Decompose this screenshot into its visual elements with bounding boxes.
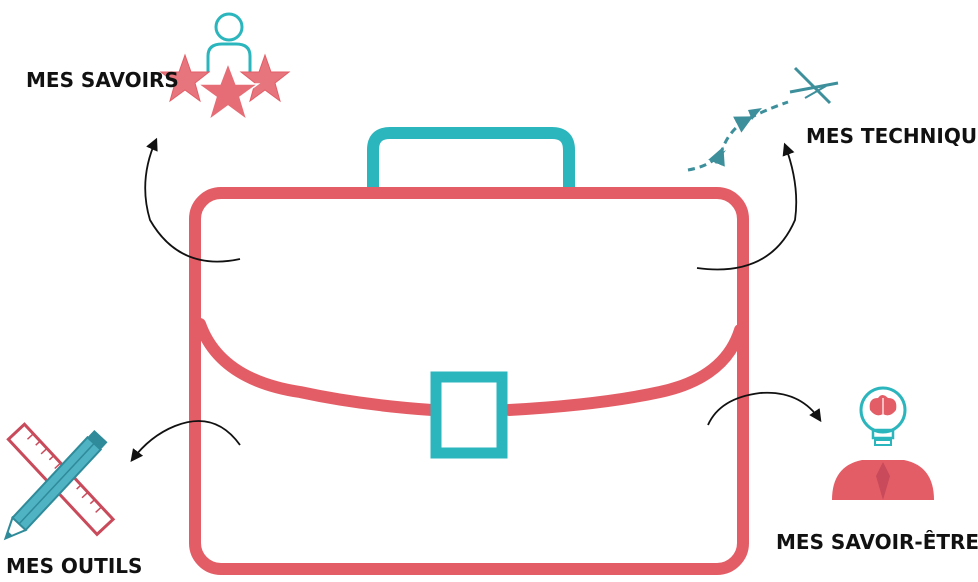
label-mes-savoirs: MES SAVOIRS: [26, 70, 179, 90]
label-mes-savoir-etre: MES SAVOIR-ÊTRE: [776, 532, 978, 552]
person-brain-lightbulb-icon: [832, 388, 934, 500]
arrow-to-savoir-etre: [708, 393, 820, 425]
briefcase: [195, 133, 743, 569]
paper-plane-path-icon: [688, 68, 838, 170]
arrow-to-outils: [132, 421, 240, 460]
briefcase-clasp: [436, 377, 502, 453]
briefcase-handle: [373, 133, 569, 195]
label-mes-outils: MES OUTILS: [6, 556, 142, 576]
pencil-and-ruler-icon: [0, 424, 113, 544]
label-mes-techniques: MES TECHNIQUES: [806, 126, 978, 146]
person-with-stars-icon: [161, 14, 289, 120]
briefcase-flap: [200, 324, 740, 410]
